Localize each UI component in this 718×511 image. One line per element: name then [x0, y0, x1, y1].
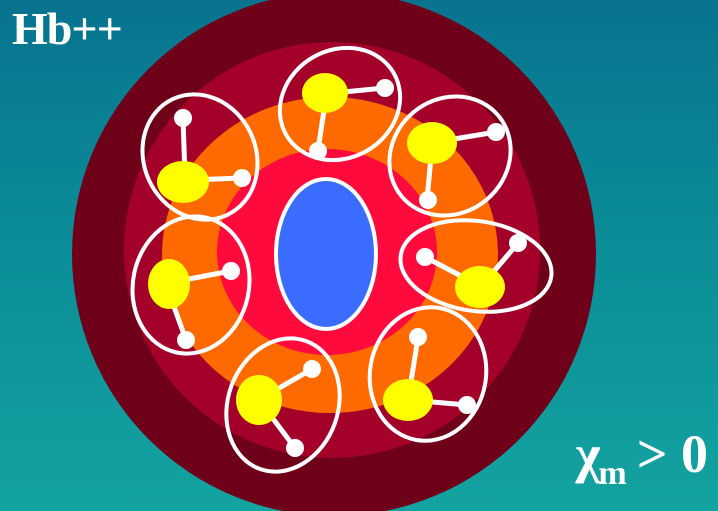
hydrogen-atom [233, 169, 251, 187]
oxygen-atom [455, 266, 505, 308]
hydrogen-atom [409, 328, 427, 346]
hydrogen-atom [416, 248, 434, 266]
hydrogen-atom [419, 191, 437, 209]
oxygen-atom [148, 259, 190, 309]
oxygen-atom [407, 122, 457, 164]
title-label: Hb++ [12, 6, 122, 52]
hydrogen-atom [286, 439, 304, 457]
hydrogen-atom [177, 331, 195, 349]
susceptibility-relation: > 0 [637, 424, 708, 484]
central-ion [276, 179, 376, 329]
oxygen-atom [157, 161, 209, 203]
oxygen-atom [302, 73, 348, 113]
hydrogen-atom [509, 234, 527, 252]
susceptibility-label: χm> 0 [575, 427, 708, 481]
hydrogen-atom [487, 123, 505, 141]
chi-symbol: χ [575, 424, 600, 484]
oxygen-atom [236, 375, 282, 425]
oxygen-atom [383, 379, 433, 421]
hydrogen-atom [303, 360, 321, 378]
hydrogen-atom [376, 79, 394, 97]
hydrogen-atom [222, 262, 240, 280]
hydrogen-atom [174, 109, 192, 127]
hydrogen-atom [458, 396, 476, 414]
chi-subscript: m [598, 455, 626, 492]
hydrogen-atom [309, 142, 327, 160]
